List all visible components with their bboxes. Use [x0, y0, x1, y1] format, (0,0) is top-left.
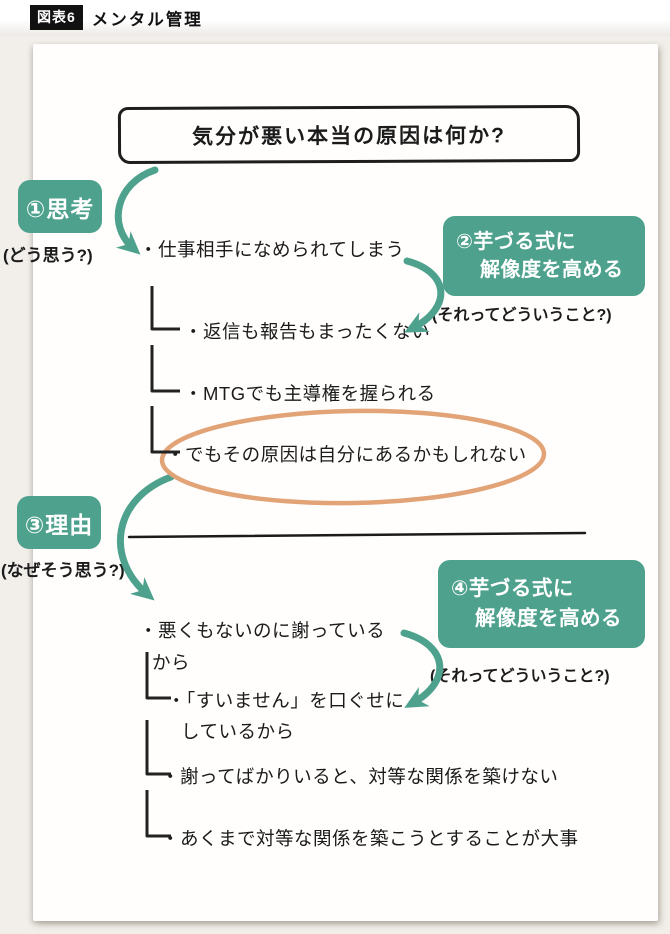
- step4-badge-line1: ④芋づる式に: [451, 577, 574, 601]
- figure-title: メンタル管理: [91, 10, 203, 29]
- diagram-card: [33, 44, 658, 921]
- figure-header: 図表6 メンタル管理: [30, 5, 203, 30]
- step2-drilldown-badge: ②芋づる式に 解像度を高める: [443, 216, 645, 296]
- reason-item-1-line2: から: [152, 652, 191, 673]
- thought-item-4: ・でもその原因は自分にあるかもしれない: [166, 444, 527, 465]
- reason-item-1-line1: ・悪くもないのに謝っている: [139, 620, 386, 641]
- reason-item-4: ・あくまで対等な関係を築こうとすることが大事: [161, 828, 579, 849]
- step3-reason-badge: ③理由: [17, 496, 101, 549]
- step4-note: (それってどういうこと?): [430, 668, 610, 685]
- step2-badge-line2: 解像度を高める: [480, 259, 624, 281]
- step2-note: (それってどういうこと?): [432, 307, 612, 324]
- step2-badge-line1: ②芋づる式に: [456, 230, 576, 253]
- step1-note: (どう思う?): [3, 246, 93, 265]
- figure-label-badge: 図表6: [30, 5, 83, 30]
- reason-item-2-line1: ・「すいません」を口ぐせに: [167, 690, 405, 711]
- step4-drilldown-badge: ④芋づる式に 解像度を高める: [438, 560, 645, 648]
- reason-item-2-line2: しているから: [181, 721, 295, 742]
- step3-note: (なぜそう思う?): [1, 561, 125, 580]
- step4-badge-line2: 解像度を高める: [475, 607, 622, 630]
- thought-item-1: ・仕事相手になめられてしまう: [139, 239, 405, 260]
- thought-item-3: ・MTGでも主導権を握られる: [184, 383, 436, 404]
- step1-thought-badge: ①思考: [18, 180, 102, 233]
- thought-item-2: ・返信も報告もまったくない: [184, 321, 431, 342]
- reason-item-3: ・謝ってばかりいると、対等な関係を築けない: [161, 766, 559, 787]
- question-box: 気分が悪い本当の原因は何か?: [117, 104, 581, 165]
- top-strip: [0, 0, 670, 36]
